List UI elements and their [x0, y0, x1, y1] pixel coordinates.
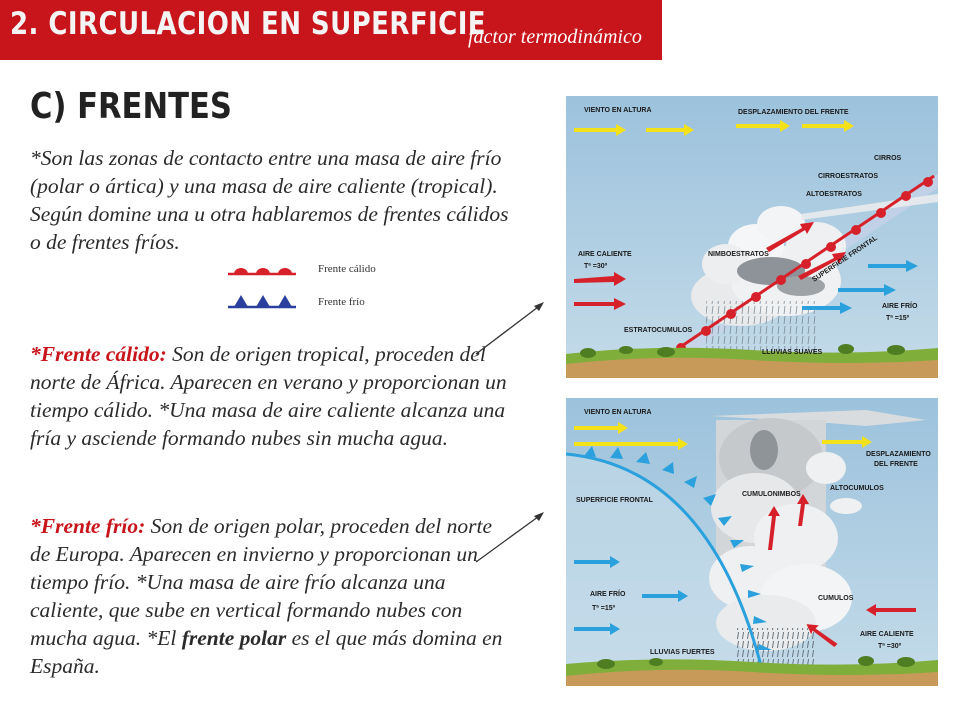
label-viento-altura: VIENTO EN ALTURA: [584, 409, 652, 416]
warm-front-term: Frente cálido:: [40, 342, 167, 366]
label-cumulos: CUMULOS: [818, 595, 854, 602]
page-subtitle: factor termodinámico: [468, 26, 642, 48]
cold-front-paragraph: *Frente frío: Son de origen polar, proce…: [30, 512, 510, 680]
nimbostratus-cloud: [691, 206, 846, 326]
label-lluvias-suaves: LLUVIAS SUAVES: [762, 349, 822, 356]
warm-front-text: Son de origen tropical, proceden del nor…: [30, 342, 507, 450]
header-banner: 2. CIRCULACION EN SUPERFICIE factor term…: [0, 0, 662, 60]
label-temp-frio: Tª =15º: [886, 315, 910, 322]
label-aire-caliente: AIRE CALIENTE: [860, 631, 914, 638]
label-cirros: CIRROS: [874, 155, 902, 162]
label-estratocumulos: ESTRATOCUMULOS: [624, 327, 693, 334]
pointer-arrow-cold: [475, 512, 544, 563]
pointer-arrow-warm: [475, 302, 544, 355]
label-desplazamiento: DESPLAZAMIENTO DEL FRENTE: [738, 109, 849, 116]
label-cumulonimbos: CUMULONIMBOS: [742, 491, 801, 498]
section-title: C) FRENTES: [30, 86, 232, 127]
label-nimboestratos: NIMBOESTRATOS: [708, 251, 769, 258]
label-aire-caliente: AIRE CALIENTE: [578, 251, 632, 258]
warm-front-paragraph: *Frente cálido: Son de origen tropical, …: [30, 340, 510, 452]
label-aire-frio: AIRE FRÍO: [590, 589, 626, 598]
legend-cold-front-icon: [228, 295, 296, 309]
cold-front-text-a: Son de origen polar, proceden del norte …: [30, 514, 492, 650]
polar-front-term: frente polar: [181, 626, 287, 650]
page-title: 2. CIRCULACION EN SUPERFICIE: [10, 6, 487, 42]
label-temp-caliente: Tª =30º: [878, 643, 902, 650]
cold-front-term: Frente frío:: [40, 514, 146, 538]
cold-front-text-b: es el que más domina en España.: [30, 626, 503, 678]
label-altoestratos: ALTOESTRATOS: [806, 191, 862, 198]
intro-paragraph: *Son las zonas de contacto entre una mas…: [30, 146, 509, 254]
label-superficie-frontal: SUPERFICIE FRONTAL: [576, 497, 654, 504]
label-temp-caliente: Tª =30º: [584, 263, 608, 270]
legend-cold-label: Frente frío: [318, 296, 365, 308]
label-lluvias-fuertes: LLUVIAS FUERTES: [650, 649, 715, 656]
cold-front-diagram: VIENTO EN ALTURA DESPLAZAMIENTO DEL FREN…: [566, 398, 938, 686]
label-desplazamiento-1: DESPLAZAMIENTO: [866, 451, 931, 458]
legend-warm-front-icon: [228, 268, 296, 276]
cold-air-arrows: [802, 260, 918, 314]
label-altocumulos: ALTOCUMULOS: [830, 485, 884, 492]
label-aire-frio: AIRE FRÍO: [882, 301, 918, 310]
warm-air-arrows: [768, 494, 916, 647]
warm-air-arrows: [574, 222, 846, 310]
label-temp-frio: Tª =15º: [592, 605, 616, 612]
label-cirroestratos: CIRROESTRATOS: [818, 173, 878, 180]
warm-front-lead: *: [30, 342, 41, 366]
cold-front-triangles: [584, 446, 772, 650]
warm-front-diagram: VIENTO EN ALTURA DESPLAZAMIENTO DEL FREN…: [566, 96, 938, 378]
cold-front-lead: *: [30, 514, 41, 538]
label-viento-altura: VIENTO EN ALTURA: [584, 107, 652, 114]
legend-warm-label: Frente cálido: [318, 263, 376, 275]
wind-arrows-upper: [574, 422, 872, 450]
wind-arrows-upper: [574, 120, 854, 136]
warm-front-semicircles: [676, 177, 933, 353]
label-desplazamiento-2: DEL FRENTE: [874, 461, 918, 468]
cold-air-arrows: [574, 556, 688, 635]
